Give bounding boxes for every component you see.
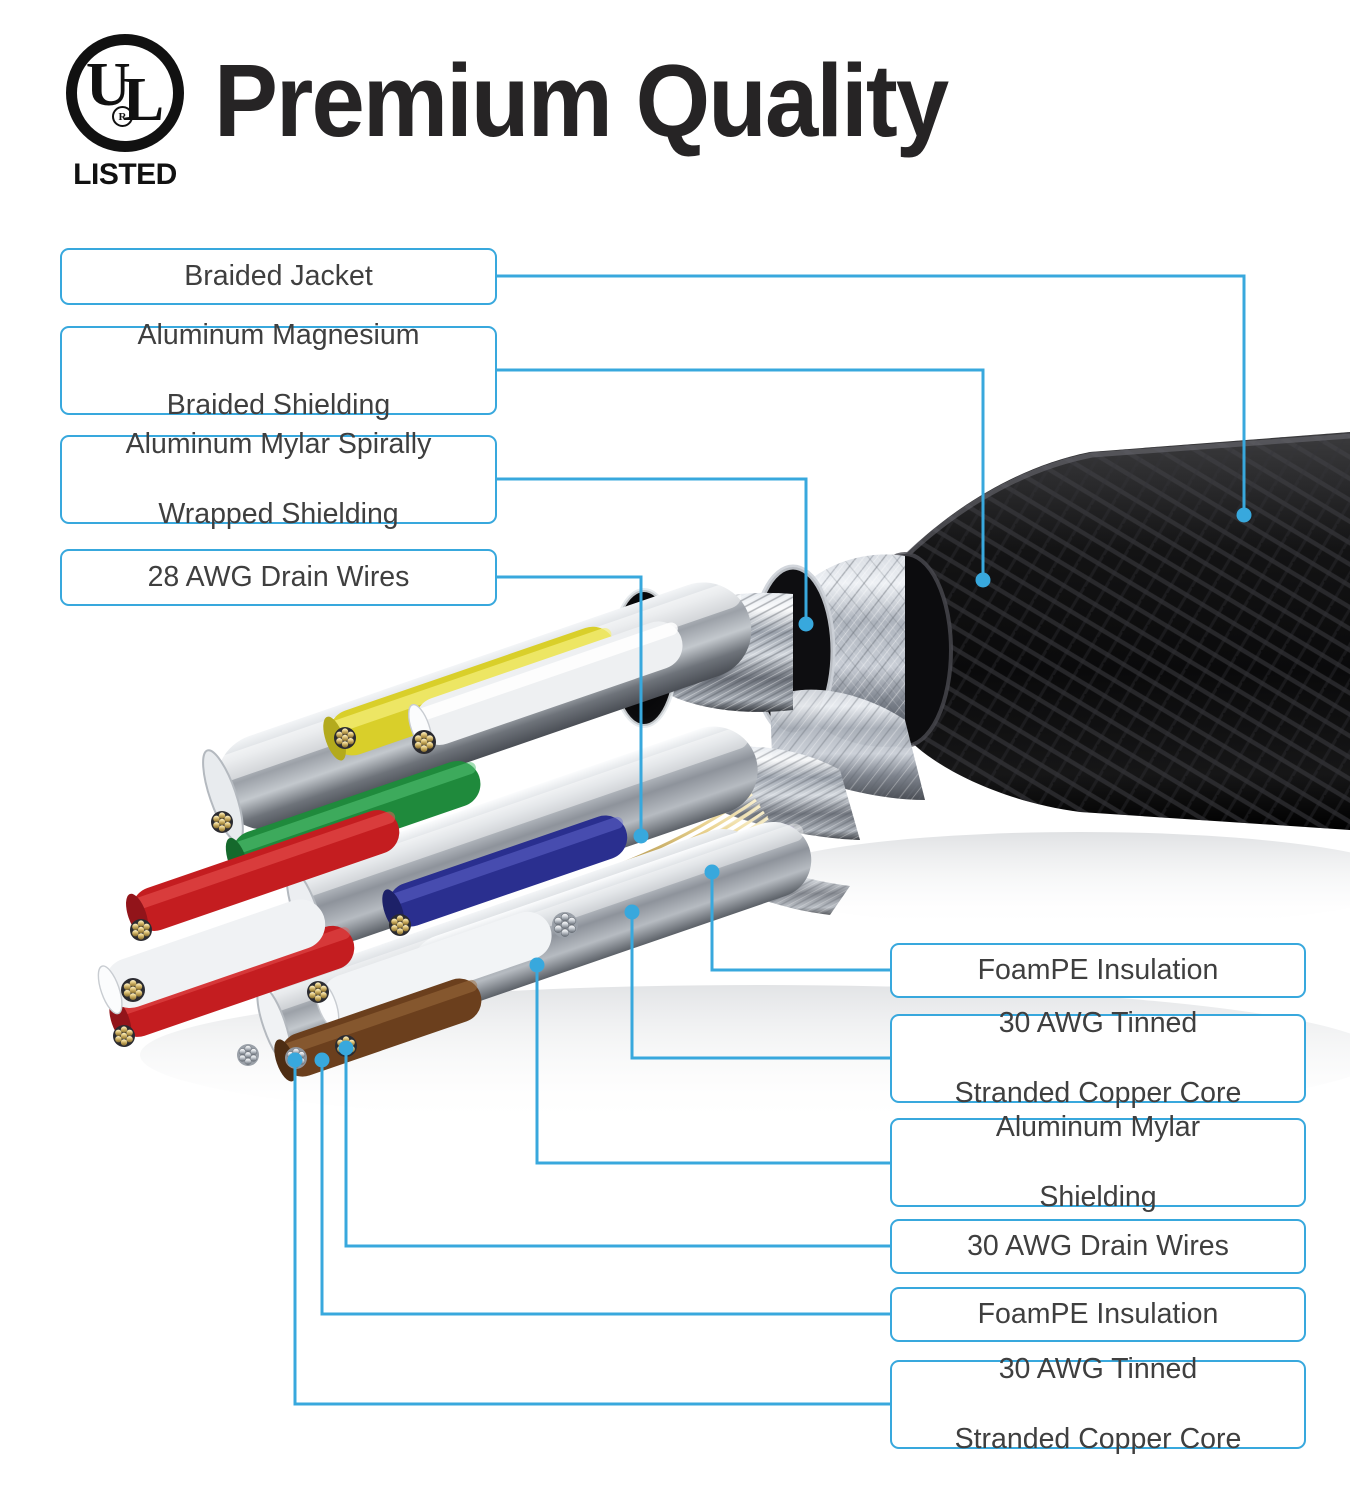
label-drain-wires-30awg[interactable]: 30 AWG Drain Wires: [890, 1219, 1306, 1274]
label-al-mylar-shielding[interactable]: Aluminum Mylar Shielding: [890, 1111, 1306, 1213]
label-copper-core-1-text: 30 AWG Tinned Stranded Copper Core: [955, 1006, 1242, 1112]
label-al-mg-braided-shielding[interactable]: Aluminum Magnesium Braided Shielding: [60, 319, 497, 421]
label-copper-core-1[interactable]: 30 AWG Tinned Stranded Copper Core: [890, 1007, 1306, 1109]
copper-core-white-midright: [307, 981, 329, 1003]
copper-core-blue: [389, 914, 411, 936]
line-1: 30 AWG Tinned: [998, 1006, 1198, 1039]
label-al-mylar-spiral-shielding-text: Aluminum Mylar Spirally Wrapped Shieldin…: [126, 427, 432, 533]
drain-wire-30awg-cut-end: [285, 1047, 307, 1069]
label-drain-wires-28awg[interactable]: 28 AWG Drain Wires: [60, 549, 497, 606]
ul-listed-caption: LISTED: [73, 158, 177, 191]
line-2: Shielding: [1039, 1181, 1157, 1214]
label-drain-wires-28awg-text: 28 AWG Drain Wires: [147, 560, 410, 593]
label-foampe-insulation-1-text: FoamPE Insulation: [977, 953, 1219, 986]
line-1: Aluminum Mylar: [995, 1110, 1201, 1143]
label-al-mg-braided-shielding-text: Aluminum Magnesium Braided Shielding: [138, 318, 420, 424]
label-foampe-insulation-1[interactable]: FoamPE Insulation: [890, 943, 1306, 998]
drain-wire-mid-strands: [552, 912, 578, 938]
label-al-mylar-spiral-shielding[interactable]: Aluminum Mylar Spirally Wrapped Shieldin…: [60, 428, 497, 530]
copper-core-brown: [335, 1035, 357, 1057]
braided-jacket-layer: [857, 432, 1350, 830]
wire-white-lower: [97, 899, 326, 1015]
label-drain-wires-30awg-text: 30 AWG Drain Wires: [967, 1229, 1229, 1262]
ul-circle-icon: [66, 34, 184, 152]
label-foampe-insulation-2[interactable]: FoamPE Insulation: [890, 1287, 1306, 1342]
label-braided-jacket[interactable]: Braided Jacket: [60, 248, 497, 305]
line-2: Stranded Copper Core: [954, 1077, 1242, 1110]
label-copper-core-2-text: 30 AWG Tinned Stranded Copper Core: [955, 1352, 1242, 1458]
label-braided-jacket-text: Braided Jacket: [184, 259, 373, 292]
drain-wire-30awg-strands: [237, 1044, 259, 1066]
page-title: Premium Quality: [214, 42, 949, 158]
copper-core-red: [130, 919, 152, 941]
copper-core-white-lower: [121, 978, 145, 1002]
line-2: Wrapped Shielding: [158, 498, 399, 531]
line-2: Braided Shielding: [166, 389, 391, 422]
label-foampe-insulation-2-text: FoamPE Insulation: [977, 1297, 1219, 1330]
registered-trademark-icon: R: [112, 106, 133, 127]
label-copper-core-2[interactable]: 30 AWG Tinned Stranded Copper Core: [890, 1353, 1306, 1455]
line-2: Stranded Copper Core: [954, 1423, 1242, 1456]
label-al-mylar-shielding-text: Aluminum Mylar Shielding: [996, 1110, 1200, 1216]
copper-core-yellow: [334, 727, 356, 749]
line-1: Aluminum Magnesium: [137, 318, 420, 351]
line-1: 30 AWG Tinned: [998, 1352, 1198, 1385]
line-1: Aluminum Mylar Spirally: [125, 427, 432, 460]
copper-core-red-lower: [113, 1025, 135, 1047]
ul-letter-u: U: [85, 51, 131, 119]
copper-core-white-upper: [412, 730, 436, 754]
